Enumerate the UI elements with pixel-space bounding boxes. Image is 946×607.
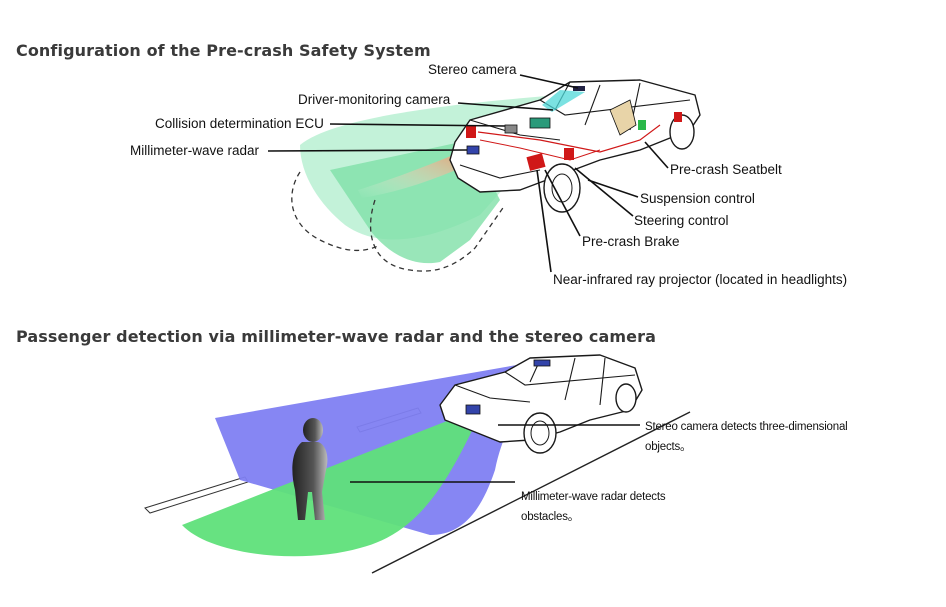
seatbelt-unit	[638, 120, 646, 130]
label-radar-detect-1: Millimeter-wave radar detects	[521, 491, 666, 503]
stereo-camera-fov	[542, 90, 585, 112]
label-seatbelt: Pre-crash Seatbelt	[670, 162, 782, 177]
bottom-front-wheel	[523, 412, 557, 454]
bottom-radar-unit	[465, 404, 481, 415]
section1-title: Configuration of the Pre-crash Safety Sy…	[16, 41, 431, 60]
label-stereo-detect-1: Stereo camera detects three-dimensional	[645, 421, 848, 433]
section1-labels: Stereo camera Driver-monitoring camera C…	[130, 62, 847, 287]
radar-unit	[466, 145, 480, 155]
label-stereo-detect-2: objects。	[645, 441, 691, 453]
bottom-stereo-camera-unit	[533, 359, 551, 367]
label-collision-ecu: Collision determination ECU	[155, 116, 324, 131]
radar-beam	[358, 148, 478, 198]
label-stereo-camera: Stereo camera	[428, 62, 517, 77]
brake-actuator-2	[526, 153, 546, 171]
wiring	[477, 124, 661, 153]
road-edge	[371, 411, 691, 574]
stereo-camera-unit	[573, 86, 585, 91]
top-car-diagram	[291, 79, 701, 272]
radar-zone-outline	[369, 199, 506, 272]
radar-detection-beam	[182, 412, 478, 557]
top-car-body	[449, 79, 701, 193]
label-suspension: Suspension control	[640, 191, 755, 206]
pedestrian	[292, 418, 328, 520]
label-mm-wave-radar: Millimeter-wave radar	[130, 143, 260, 158]
section2-title: Passenger detection via millimeter-wave …	[16, 327, 656, 346]
stereo-zone-outline	[291, 171, 381, 252]
bottom-rear-wheel	[615, 383, 637, 413]
brake-actuator-1	[466, 126, 476, 138]
label-driver-monitoring-camera: Driver-monitoring camera	[298, 92, 451, 107]
label-nir-projector: Near-infrared ray projector (located in …	[553, 272, 847, 287]
label-steering: Steering control	[634, 213, 729, 228]
rear-light	[674, 112, 682, 122]
section1-leader-lines	[267, 74, 669, 273]
collision-ecu-unit	[529, 117, 551, 129]
bottom-scene	[144, 354, 691, 574]
front-wheel	[543, 163, 581, 213]
label-radar-detect-2: obstacles。	[521, 511, 579, 523]
label-brake: Pre-crash Brake	[582, 234, 680, 249]
section2-labels: Stereo camera detects three-dimensional …	[521, 421, 848, 523]
driver-monitor-unit	[504, 124, 518, 134]
suspension-actuator	[564, 148, 574, 160]
seat	[609, 99, 637, 136]
